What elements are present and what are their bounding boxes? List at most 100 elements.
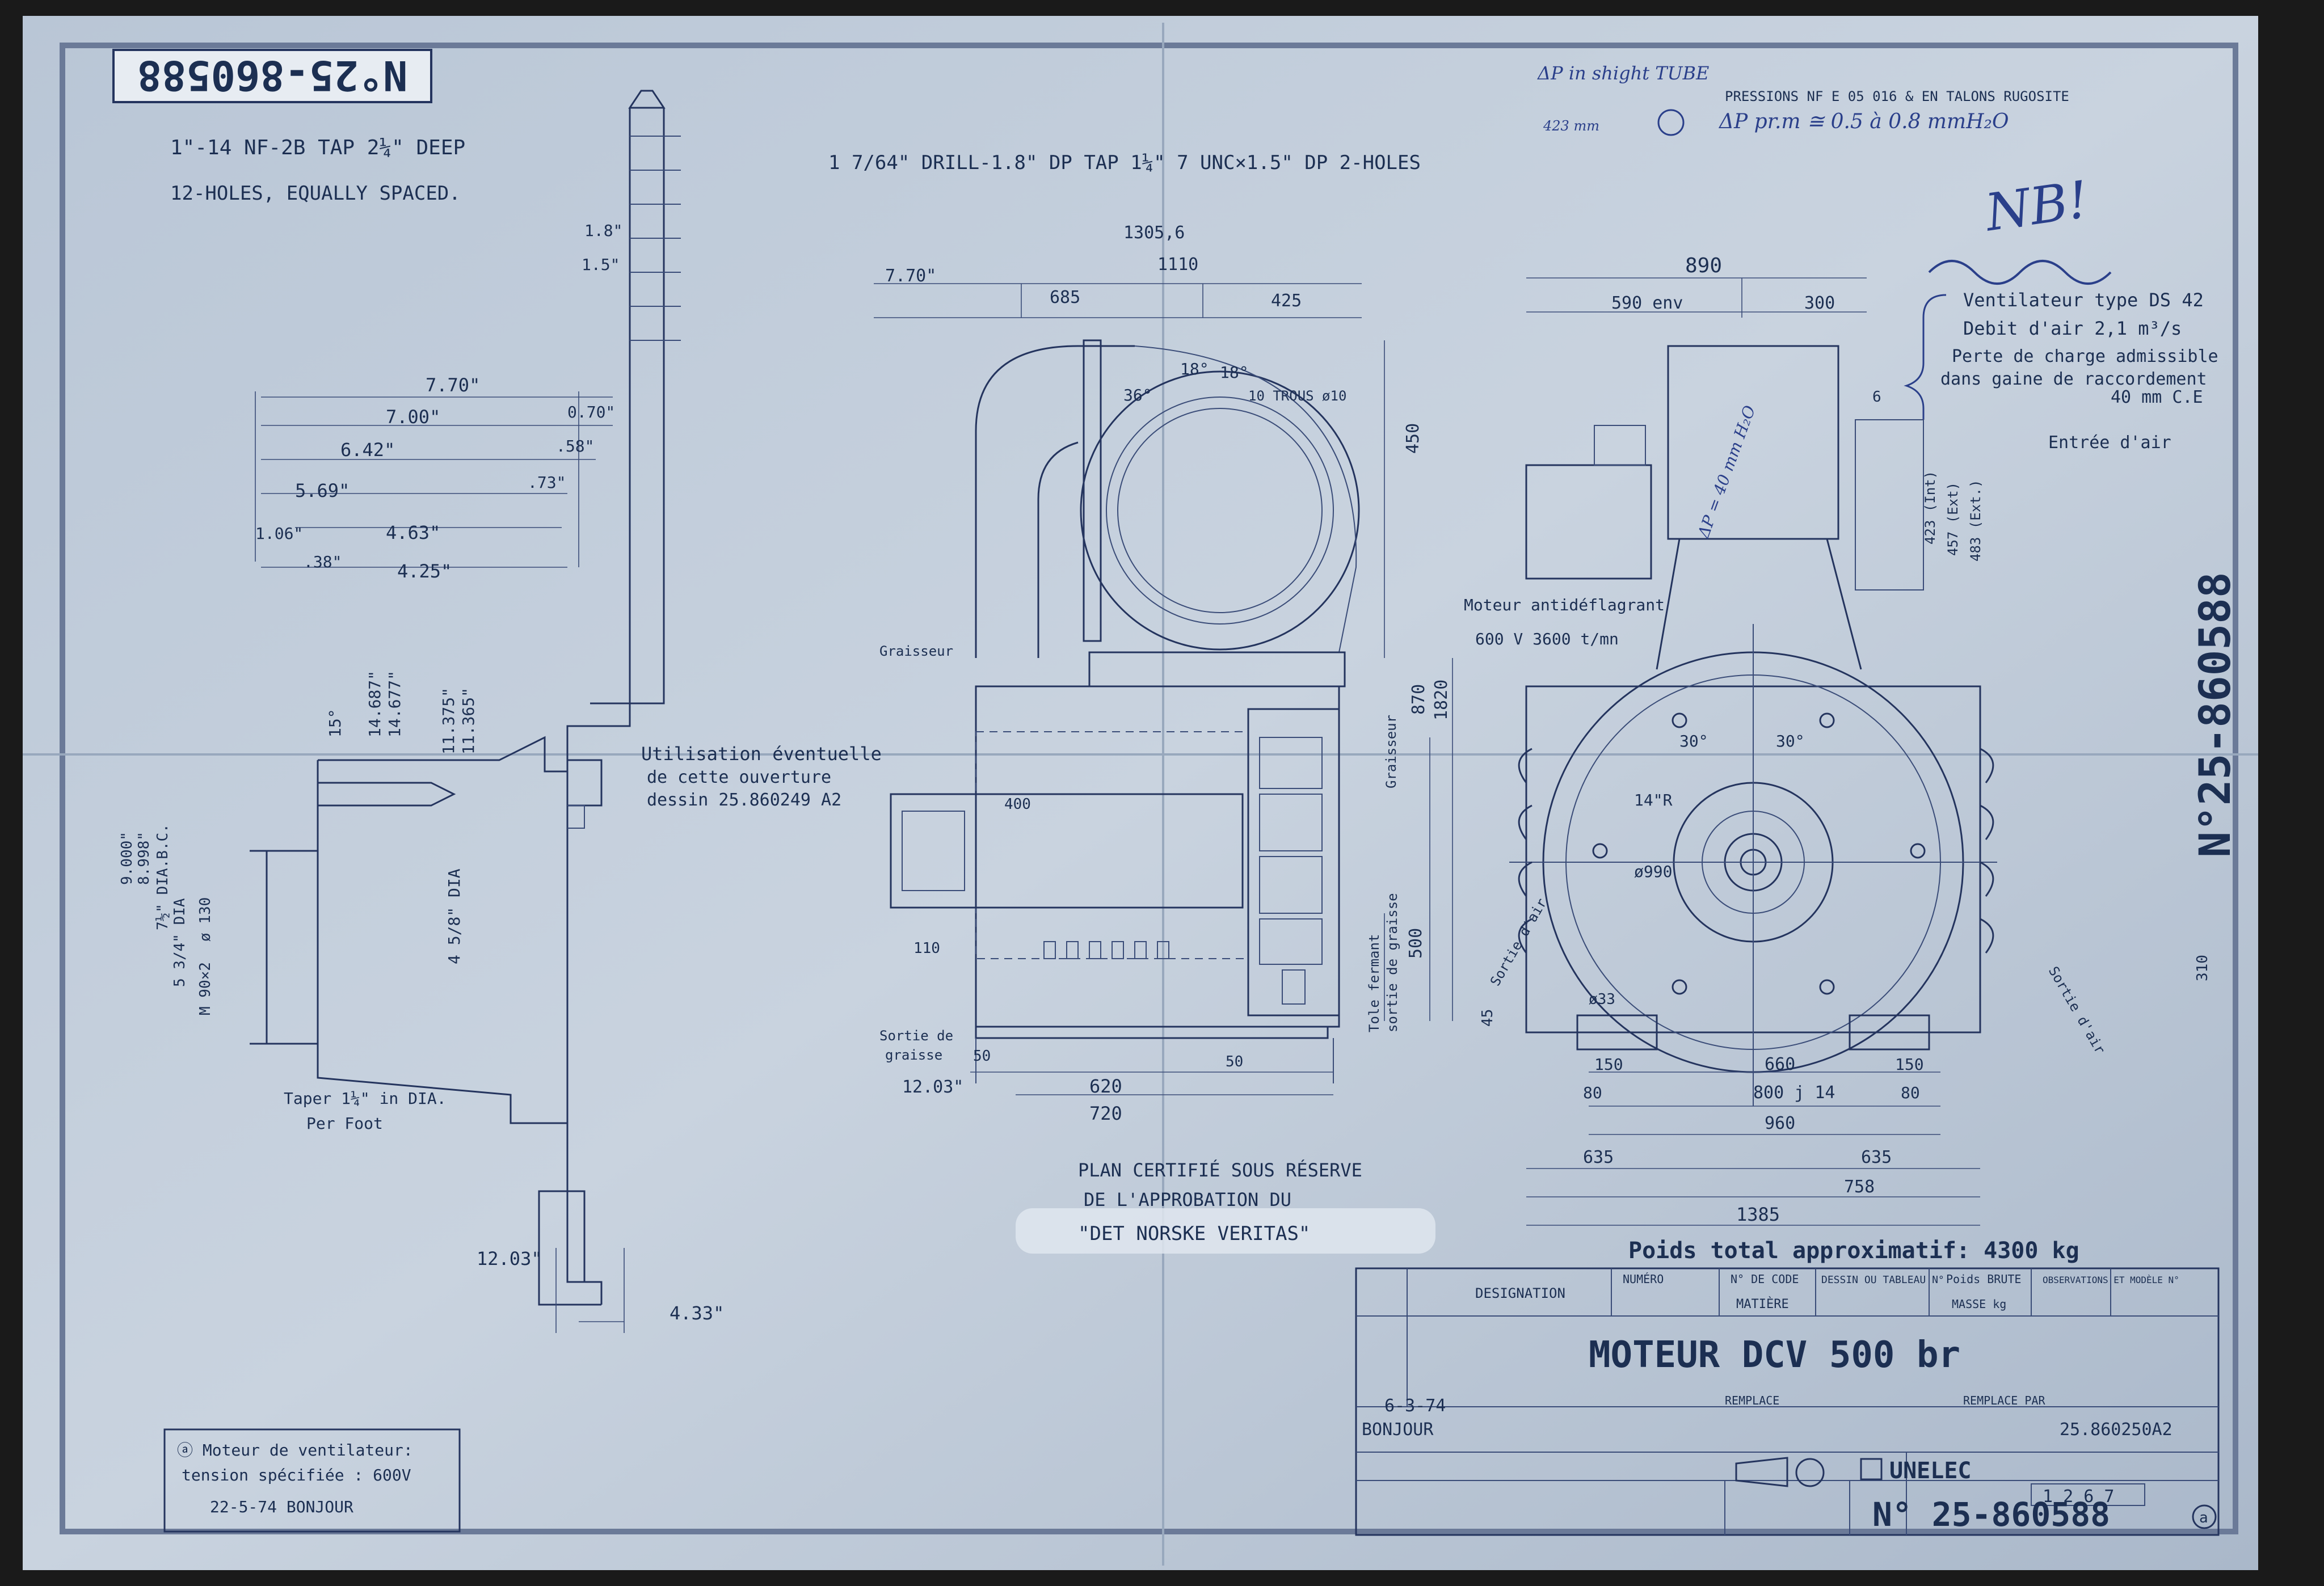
dim-l-11.375: 11.375"	[439, 687, 458, 754]
dim-l-14.677: 14.677"	[385, 670, 404, 737]
dim-r-800: 800 j 14	[1753, 1083, 1835, 1103]
dim-c-720: 720	[1089, 1103, 1122, 1124]
note-sortie-graisse-1: Sortie de	[879, 1028, 953, 1044]
dim-l-9.000: 9.000"	[119, 832, 136, 885]
dim-r-80b: 80	[1901, 1083, 1920, 1102]
dim-r-960: 960	[1765, 1113, 1795, 1133]
cert-line-2: DE L'APPROBATION DU	[1084, 1189, 1291, 1210]
fan-spec-5: 40 mm C.E	[2111, 387, 2203, 407]
fan-spec-bracket	[1904, 294, 1947, 420]
note-use-opening-2: de cette ouverture	[647, 767, 831, 787]
tb-signer: BONJOUR	[1362, 1420, 1434, 1440]
fan-spec-1: Ventilateur type DS 42	[1963, 289, 2204, 311]
cert-line-3: "DET NORSKE VERITAS"	[1078, 1222, 1310, 1245]
dim-r-635b: 635	[1861, 1148, 1892, 1167]
target-symbol-icon	[1795, 1458, 1825, 1487]
projection-cone-icon	[1735, 1457, 1788, 1487]
dim-r-80a: 80	[1583, 1083, 1602, 1102]
note-drill: 1 7/64" DRILL-1.8" DP TAP 1¼" 7 UNC×1.5"…	[828, 151, 1421, 174]
dim-r-30deg-b: 30°	[1776, 732, 1805, 750]
dim-l-5.75-dia: 5 3/4" DIA	[171, 898, 188, 987]
tb-col-poids: Poids BRUTE	[1946, 1272, 2021, 1286]
weight-note: Poids total approximatif: 4300 kg	[1628, 1238, 2079, 1264]
fan-spec-4: dans gaine de raccordement	[1940, 369, 2207, 389]
dim-r-33: ø33	[1589, 991, 1615, 1008]
note-entree-air: Entrée d'air	[2048, 433, 2171, 453]
tb-col-dessin: DESSIN OU TABLEAU N°	[1821, 1274, 1944, 1286]
note-tole-fermant-2: sortie de graisse	[1384, 893, 1400, 1032]
dim-c-12.03: 12.03"	[902, 1077, 963, 1097]
note-moteur-antidef: Moteur antidéflagrant	[1464, 596, 1665, 614]
dim-c-1820: 1820	[1432, 680, 1451, 720]
drawing-number-stamp: N°25-860588	[137, 52, 408, 99]
dim-l-14.687: 14.687"	[365, 670, 384, 737]
dim-l-.73: .73"	[528, 473, 566, 492]
hand-dp-423: 423 mm	[1543, 118, 1599, 134]
dim-l-.58: .58"	[556, 437, 594, 455]
note-sortie-graisse-2: graisse	[885, 1047, 942, 1063]
dim-r-30deg-a: 30°	[1679, 732, 1708, 750]
side-drawing-number: N°25-860588	[2190, 572, 2240, 857]
dim-l-8.998: 8.998"	[136, 832, 153, 885]
certification-note: PLAN CERTIFIÉ SOUS RÉSERVE DE L'APPROBAT…	[1016, 1159, 1435, 1254]
note-taper: Taper 1¼" in DIA.	[284, 1089, 447, 1108]
tb-col-numero: NUMÉRO	[1623, 1272, 1664, 1286]
note-graisseur-right: Graisseur	[1383, 715, 1399, 788]
dim-r-890: 890	[1685, 254, 1722, 277]
fan-spec-2: Debit d'air 2,1 m³/s	[1963, 318, 2182, 339]
dim-r-590: 590 env	[1611, 293, 1683, 313]
tb-matiere: MATIÈRE	[1736, 1297, 1789, 1311]
dim-r-483: 483 (Ext.)	[1968, 480, 1984, 562]
tb-number: N° 25-860588	[1872, 1495, 2110, 1534]
title-block	[1355, 1267, 2220, 1536]
dim-l-m90: M 90×2	[197, 962, 214, 1015]
note-use-opening-1: Utilisation éventuelle	[641, 743, 882, 765]
note-use-opening-3: dessin 25.860249 A2	[647, 790, 841, 810]
fan-spec-3: Perte de charge admissible	[1952, 347, 2218, 366]
dim-c-425: 425	[1271, 291, 1302, 311]
tb-date: 6-3-74	[1384, 1396, 1446, 1416]
dim-c-500: 500	[1406, 928, 1426, 959]
dim-l-130: ø 130	[197, 897, 214, 942]
dim-r-635a: 635	[1583, 1148, 1614, 1167]
rev-line-2: tension spécifiée : 600V	[182, 1466, 411, 1484]
end-bolt-holes	[1592, 712, 1926, 995]
dim-l-5.69: 5.69"	[295, 480, 350, 501]
rev-line-3: 22-5-74 BONJOUR	[210, 1498, 353, 1516]
dim-c-1110: 1110	[1157, 255, 1198, 275]
dim-r-300: 300	[1804, 293, 1835, 313]
dim-l-1.06: 1.06"	[255, 524, 303, 543]
dim-r-14r: 14"R	[1634, 791, 1673, 809]
note-moteur-spec: 600 V 3600 t/mn	[1475, 630, 1619, 648]
hand-dp-tube: ΔP in shight TUBE	[1536, 62, 1709, 84]
dim-l-1.8: 1.8"	[584, 221, 622, 240]
dim-c-870: 870	[1409, 684, 1429, 715]
dim-c-50a: 50	[973, 1048, 991, 1065]
note-tole-fermant-1: Tole fermant	[1366, 934, 1382, 1032]
dim-r-990: ø990	[1634, 862, 1672, 881]
sight-tube-icon	[1657, 109, 1685, 136]
dim-c-110: 110	[913, 940, 940, 957]
dim-l-6.42: 6.42"	[340, 439, 395, 461]
dim-r-457: 457 (Ext)	[1945, 482, 1961, 556]
dim-c-36deg: 36°	[1123, 386, 1152, 404]
dim-l-.38: .38"	[304, 552, 342, 571]
hand-nb: NB!	[1981, 170, 2092, 243]
outer-border	[60, 43, 2238, 1534]
hand-dp-value: ΔP pr.m ≅ 0.5 à 0.8 mmH₂O	[1718, 110, 2009, 133]
paper-sheet	[23, 16, 2258, 1570]
note-taper-2: Per Foot	[306, 1114, 383, 1133]
dim-l-7.70: 7.70"	[426, 374, 480, 396]
dim-l-4.33: 4.33"	[670, 1302, 724, 1324]
tb-designation: DESIGNATION	[1475, 1285, 1565, 1301]
dim-l-7.00: 7.00"	[386, 406, 440, 428]
revision-box: ⓐ Moteur de ventilateur: tension spécifi…	[163, 1428, 461, 1533]
tb-title: MOTEUR DCV 500 br	[1589, 1334, 1960, 1376]
tb-rev: a	[2199, 1509, 2208, 1526]
dim-l-11.365: 11.365"	[459, 687, 478, 754]
dim-r-150b: 150	[1895, 1055, 1924, 1074]
dim-c-685: 685	[1050, 288, 1080, 307]
tb-sheet-code: 1 2 6 7	[2043, 1487, 2114, 1507]
tb-remplace-par: REMPLACE PAR	[1963, 1394, 2045, 1407]
